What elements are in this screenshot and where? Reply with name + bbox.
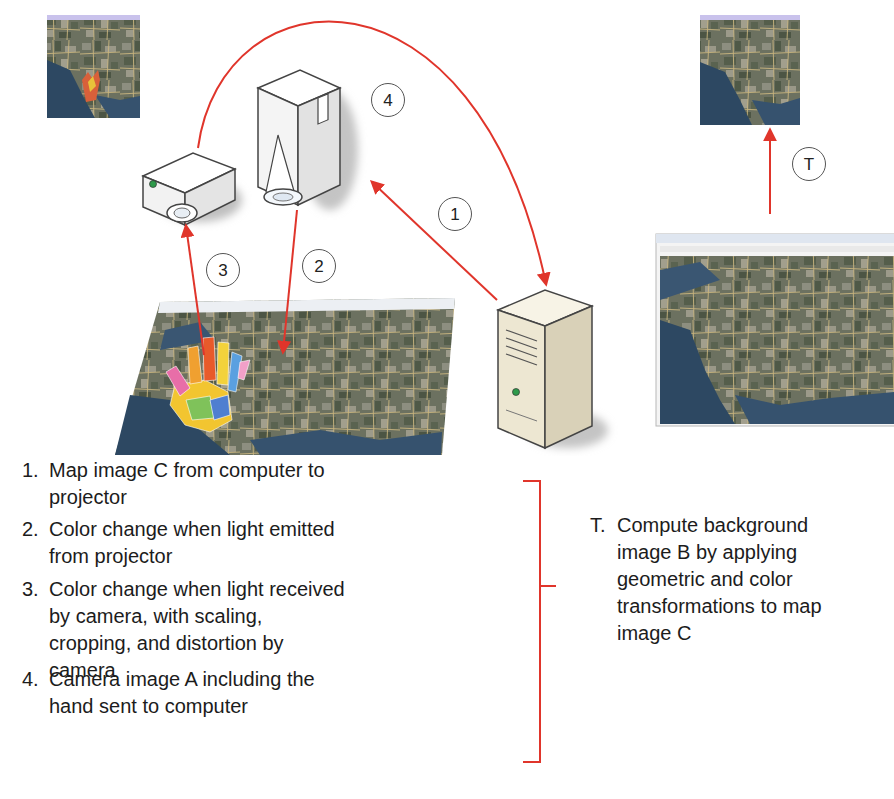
step-number: T. — [590, 512, 618, 539]
projector-icon — [273, 193, 293, 201]
flow-arrows — [283, 210, 297, 352]
callout-number: 4 — [383, 92, 392, 109]
hand — [186, 396, 214, 420]
computer-icon — [506, 330, 537, 365]
callout-circle: T — [792, 147, 826, 181]
bracket — [523, 481, 556, 762]
hand — [210, 395, 230, 420]
projector-icon — [258, 70, 358, 210]
flow-arrows — [198, 21, 546, 284]
hand — [188, 346, 202, 384]
hand — [238, 360, 250, 380]
projector-icon — [258, 88, 298, 205]
background-image-thumbnail — [700, 15, 800, 20]
camera-icon — [143, 153, 242, 225]
camera-view-thumbnail — [47, 15, 140, 20]
hand — [166, 366, 190, 396]
map-screenshot — [735, 392, 894, 424]
background-image-thumbnail — [700, 15, 800, 125]
camera-view-thumbnail — [47, 15, 140, 118]
table-surface — [158, 298, 455, 313]
projector-icon — [318, 94, 328, 124]
computer-icon — [513, 389, 520, 396]
background-image-thumbnail — [700, 62, 752, 125]
background-image-thumbnail — [700, 15, 800, 125]
flow-arrows — [372, 182, 497, 300]
flow-arrows — [186, 21, 770, 355]
callout-number: 3 — [218, 262, 227, 279]
camera-icon — [167, 204, 197, 222]
camera-view-thumbnail — [95, 95, 140, 118]
background-image-thumbnail — [752, 98, 800, 125]
step-text: Compute background image B by applying g… — [617, 512, 832, 647]
callout-number: T — [804, 156, 814, 173]
callout-circle: 3 — [206, 253, 240, 287]
map-screenshot — [660, 256, 894, 424]
table-surface — [250, 430, 442, 455]
step-text: Color change when light received by came… — [49, 576, 349, 684]
step-number: 3. — [22, 576, 48, 603]
map-screenshot — [660, 246, 894, 252]
map-screenshot — [656, 234, 894, 426]
hand — [217, 342, 229, 385]
computer-icon — [498, 310, 545, 448]
computer-icon — [498, 290, 608, 448]
map-screenshot — [656, 234, 894, 243]
step-text: Color change when light emitted from pro… — [49, 516, 341, 570]
callout-circle: 2 — [302, 249, 336, 283]
projector-icon — [298, 88, 340, 205]
step-number: 4. — [22, 666, 48, 693]
step-number: 2. — [22, 516, 48, 543]
flow-arrows — [769, 130, 771, 214]
camera-view-thumbnail — [82, 70, 100, 102]
step-number: 1. — [22, 457, 48, 484]
step-text: Camera image A including the hand sent t… — [49, 666, 341, 720]
computer-icon — [506, 410, 537, 421]
callout-circle: 1 — [438, 197, 472, 231]
projector-icon — [264, 189, 302, 205]
computer-icon — [545, 306, 592, 448]
callout-circle: 4 — [371, 83, 405, 117]
camera-icon — [150, 181, 157, 188]
map-screenshot — [656, 234, 894, 426]
map-screenshot — [660, 262, 720, 300]
camera-view-thumbnail — [47, 15, 140, 118]
flow-arrows — [186, 226, 204, 355]
hand — [166, 337, 250, 432]
callout-number: 2 — [314, 258, 323, 275]
camera-view-thumbnail — [88, 76, 96, 92]
hand — [203, 337, 216, 381]
camera-icon — [174, 208, 190, 218]
step-text: Map image C from computer to projector — [49, 457, 341, 511]
callout-number: 1 — [450, 206, 459, 223]
map-screenshot — [660, 320, 735, 424]
